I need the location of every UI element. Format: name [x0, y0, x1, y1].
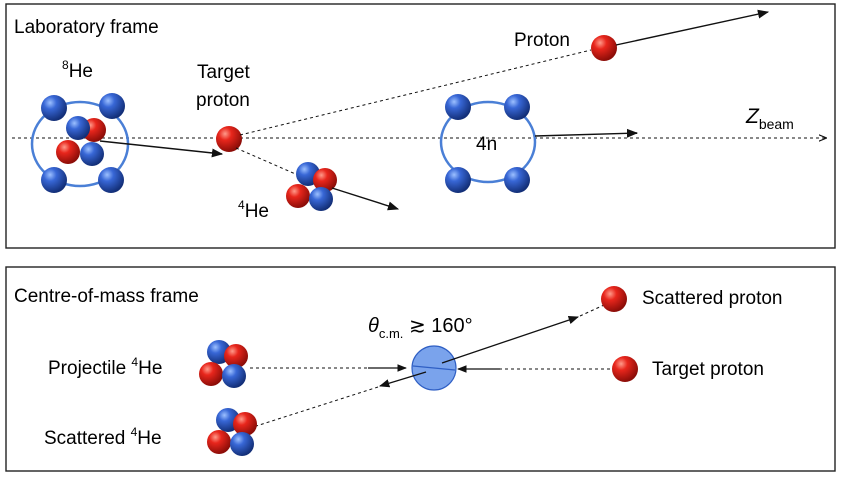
lab-proton-label: Proton	[514, 30, 570, 51]
four-neutron-arrow	[534, 128, 639, 138]
cm-scattered-proton	[601, 286, 627, 312]
he4-proton	[286, 184, 310, 208]
lab-he4-nucleus	[286, 162, 337, 211]
he8-nucleus	[30, 93, 130, 193]
lab-target-label-line2: proton	[196, 90, 250, 111]
four-neutron-ring	[439, 100, 537, 184]
core-neutron	[80, 142, 104, 166]
halo-neutron	[41, 95, 67, 121]
cm-frame-title: Centre-of-mass frame	[14, 286, 199, 307]
lab-target-label-line1: Target	[197, 62, 251, 83]
lab-scattered-proton	[591, 35, 617, 61]
neutron	[445, 94, 471, 120]
cm-frame-border	[5, 266, 836, 472]
lab-he4-label: 4He	[238, 198, 269, 222]
halo-neutron	[99, 93, 125, 119]
beam-axis-label: Zbeam	[745, 105, 794, 132]
lab-frame-panel: Laboratory frame 8He Target proton Proto…	[5, 3, 836, 249]
he4-neutron	[309, 187, 333, 211]
four-neutron-system: 4n	[439, 94, 537, 193]
scattered-proton-track-dashed	[579, 304, 605, 317]
proton-arrow	[615, 9, 770, 46]
cm-projectile-label: Projectile 4He	[48, 355, 162, 379]
he8-label: 8He	[62, 58, 93, 82]
cm-angle-label: θc.m. ≳ 160°	[368, 315, 473, 341]
he4-proton	[207, 430, 231, 454]
he4-proton	[233, 412, 257, 436]
projectile-arrow	[99, 140, 224, 158]
core-neutron	[66, 116, 90, 140]
neutron	[445, 167, 471, 193]
core-proton	[56, 140, 80, 164]
four-neutron-label: 4n	[476, 134, 497, 155]
scattered-he4-track-dashed	[249, 386, 379, 429]
halo-neutron	[98, 167, 124, 193]
cm-frame-panel: Centre-of-mass frame Projectile 4He θc.m…	[5, 266, 836, 472]
he4-proton	[313, 168, 337, 192]
he4-proton	[199, 362, 223, 386]
he4-neutron	[222, 364, 246, 388]
lab-frame-border	[5, 3, 836, 249]
he4-arrow	[331, 187, 400, 211]
neutron	[504, 94, 530, 120]
scattering-vertex-split	[412, 365, 456, 371]
cm-target-proton-label: Target proton	[652, 359, 764, 380]
scattered-proton-arrow	[441, 316, 579, 364]
cm-projectile-he4	[199, 340, 248, 388]
lab-frame-title: Laboratory frame	[14, 17, 159, 38]
cm-scattered-he4	[207, 408, 257, 456]
cm-scattered-he4-label: Scattered 4He	[44, 425, 162, 449]
scattered-he4-arrow	[379, 371, 427, 388]
he4-neutron	[230, 432, 254, 456]
cm-target-proton	[612, 356, 638, 382]
proton-track-dashed	[239, 49, 592, 136]
he4-proton	[224, 344, 248, 368]
neutron	[504, 167, 530, 193]
halo-neutron	[41, 167, 67, 193]
cm-scattered-proton-label: Scattered proton	[642, 288, 782, 309]
he4-track-dashed	[235, 147, 301, 177]
lab-target-proton	[216, 126, 242, 152]
